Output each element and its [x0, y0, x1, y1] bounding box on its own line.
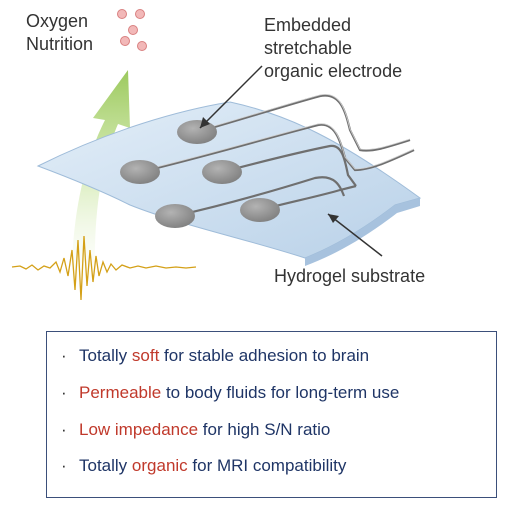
wire-highlights — [139, 94, 415, 172]
hydrogel-label: Hydrogel substrate — [274, 266, 426, 286]
feature-text: Totally — [79, 346, 132, 365]
oxygen-text: Oxygen — [26, 11, 89, 31]
feature-text: Totally — [79, 456, 132, 475]
electrode-pad — [155, 204, 195, 228]
electrode-label-line-2: stretchable — [264, 38, 353, 58]
feature-item: · Totally organic for MRI compatibility — [61, 456, 346, 476]
feature-highlight: Low impedance — [79, 420, 199, 439]
feature-item: · Totally soft for stable adhesion to bra… — [61, 346, 369, 366]
bullet: · — [61, 383, 67, 402]
feature-highlight: soft — [131, 346, 160, 365]
electrode-diagram — [11, 9, 422, 301]
feature-item: · Permeable to body fluids for long-term … — [61, 383, 399, 403]
electrode-label: Embedded stretchable organic electrode — [264, 14, 464, 83]
electrode-label-line-3: organic electrode — [264, 61, 403, 81]
feature-text: to body fluids for long-term use — [161, 383, 400, 402]
electrode-pad — [120, 160, 160, 184]
nutrition-text: Nutrition — [26, 34, 94, 54]
permeation-arrow — [71, 70, 130, 300]
features-box: · Totally soft for stable adhesion to bra… — [46, 331, 497, 498]
oxygen-nutrition-label: Oxygen Nutrition — [26, 10, 93, 56]
electrode-pad — [202, 160, 242, 184]
wires — [139, 94, 415, 218]
feature-item: · Low impedance for high S/N ratio — [61, 420, 330, 440]
sheet-edge — [305, 198, 420, 266]
hydrogel-leader-arrowhead — [328, 214, 339, 223]
feature-text: for MRI compatibility — [187, 456, 347, 475]
feature-highlight: Permeable — [79, 383, 162, 402]
electrode-leader — [199, 65, 263, 129]
nutrient-dots — [117, 9, 147, 51]
feature-text: for high S/N ratio — [198, 420, 331, 439]
bullet: · — [61, 346, 67, 365]
electrode-leader-arrowhead — [200, 117, 210, 128]
feature-highlight: organic — [131, 456, 188, 475]
electrode-pad — [177, 120, 217, 144]
electrode-pad — [240, 198, 280, 222]
bullet: · — [61, 456, 67, 475]
bullet: · — [61, 420, 67, 439]
neural-signal-waveform — [11, 235, 197, 301]
hydrogel-leader — [327, 213, 383, 257]
electrode-label-line-1: Embedded — [264, 15, 352, 35]
feature-text: for stable adhesion to brain — [159, 346, 370, 365]
